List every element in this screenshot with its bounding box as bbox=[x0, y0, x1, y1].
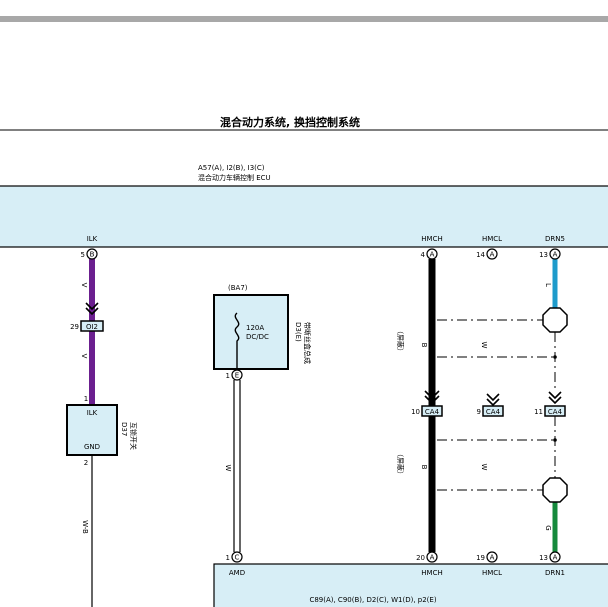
chevron-down-icon bbox=[548, 391, 562, 400]
header-bar bbox=[0, 16, 608, 22]
switch-label-ilk: ILK bbox=[87, 409, 98, 417]
pin-label-hmch: HMCH bbox=[421, 569, 442, 577]
fuse-name: D3(E) bbox=[294, 322, 302, 342]
pin-letter: A bbox=[490, 251, 495, 259]
connector-number: 10 bbox=[411, 408, 420, 416]
fuse-icon bbox=[234, 312, 240, 369]
shield-octagon-lower bbox=[542, 477, 568, 503]
pin-label-drn1: DRN1 bbox=[545, 569, 565, 577]
shield-label-upper: （屏蔽） bbox=[396, 327, 405, 355]
switch-pin-top: 1 bbox=[84, 395, 88, 403]
chevron-down-icon bbox=[548, 396, 562, 405]
pin-label-ilk: ILK bbox=[87, 235, 98, 243]
switch-name: D37 bbox=[120, 422, 128, 436]
shield-node-2 bbox=[553, 438, 557, 442]
fuse-circuit: DC/DC bbox=[246, 333, 269, 341]
pin-number: 1 bbox=[226, 554, 230, 562]
connector-number: 29 bbox=[70, 323, 79, 331]
pin-label-hmcl: HMCL bbox=[482, 569, 502, 577]
fuse-pin: 1 E bbox=[226, 369, 243, 381]
wire-label-drn5: L bbox=[544, 283, 552, 287]
pin-number: 20 bbox=[416, 554, 425, 562]
pin-number: 14 bbox=[476, 251, 485, 259]
bottom-ecu-box bbox=[213, 563, 608, 607]
wire-label-hmcl-upper: W bbox=[480, 342, 488, 349]
top-pin-hmch: 4 A bbox=[421, 248, 438, 260]
chevron-down-icon bbox=[85, 307, 99, 316]
diagram-title: 混合动力系统, 换挡控制系统 bbox=[220, 115, 360, 129]
connector-ca4-11: 11 CA4 bbox=[534, 405, 566, 417]
top-pin-drn5: 13 A bbox=[539, 248, 561, 260]
hybrid-ecu-box bbox=[0, 185, 608, 248]
ecu-bottom-connectors: C89(A), C90(B), D2(C), W1(D), p2(E) bbox=[309, 596, 436, 604]
pin-letter: C bbox=[235, 554, 240, 562]
pin-number: 19 bbox=[476, 554, 485, 562]
bottom-pin-drn1: 13 A bbox=[539, 551, 561, 563]
connector-code: CA4 bbox=[486, 408, 501, 416]
bottom-pin-hmch: 20 A bbox=[416, 551, 438, 563]
switch-desc: 互锁开关 bbox=[129, 422, 138, 450]
pin-letter: B bbox=[90, 251, 95, 259]
wire-label-ground: W-B bbox=[81, 520, 89, 534]
wire-label-drn1: G bbox=[544, 525, 552, 530]
shield-node-1 bbox=[553, 355, 557, 359]
shield-label-lower: （屏蔽） bbox=[396, 450, 405, 478]
pin-label-amd: AMD bbox=[229, 569, 245, 577]
connector-oi2: 29 OI2 bbox=[70, 320, 104, 332]
pin-number: 1 bbox=[226, 372, 230, 380]
pin-number: 13 bbox=[539, 251, 548, 259]
switch-pin-bottom: 2 bbox=[84, 459, 88, 467]
fuse-rating: 120A bbox=[246, 324, 264, 332]
chevron-down-icon bbox=[85, 302, 99, 311]
pin-letter: A bbox=[490, 554, 495, 562]
pin-letter: A bbox=[430, 554, 435, 562]
wire-label-hmcl-lower: W bbox=[480, 464, 488, 471]
fuse-ref: (BA7) bbox=[228, 284, 248, 292]
pin-label-hmcl: HMCL bbox=[482, 235, 502, 243]
top-pin-ilk: 5 B bbox=[81, 248, 98, 260]
chevron-down-icon bbox=[424, 390, 440, 400]
pin-number: 4 bbox=[421, 251, 426, 259]
pin-letter: A bbox=[553, 554, 558, 562]
shield-octagon-upper bbox=[542, 307, 568, 333]
connector-code: OI2 bbox=[86, 323, 98, 331]
wire-label-amd: W bbox=[224, 465, 232, 472]
connector-code: CA4 bbox=[425, 408, 440, 416]
connector-code: CA4 bbox=[548, 408, 563, 416]
connector-number: 11 bbox=[534, 408, 543, 416]
switch-label-gnd: GND bbox=[84, 443, 100, 451]
fuse-box bbox=[213, 294, 289, 370]
pin-letter: A bbox=[430, 251, 435, 259]
ecu-top-connectors: A57(A), I2(B), I3(C) bbox=[198, 164, 265, 172]
wire-label-hmch-upper: B bbox=[420, 343, 428, 348]
wire-label-ilk-lower: V bbox=[80, 354, 88, 359]
connector-ca4-10: 10 CA4 bbox=[411, 405, 443, 417]
bottom-pin-hmcl: 19 A bbox=[476, 551, 498, 563]
chevron-down-icon bbox=[486, 393, 500, 402]
connector-number: 9 bbox=[477, 408, 481, 416]
fuse-desc: 带断丝盒总成 bbox=[303, 322, 312, 364]
pin-number: 5 bbox=[81, 251, 85, 259]
pin-letter: A bbox=[553, 251, 558, 259]
wire-label-ilk-upper: V bbox=[80, 283, 88, 288]
pin-label-hmch: HMCH bbox=[421, 235, 442, 243]
pin-letter: E bbox=[235, 372, 239, 380]
bottom-pin-amd: 1 C bbox=[226, 551, 243, 563]
top-pin-hmcl: 14 A bbox=[476, 248, 498, 260]
pin-number: 13 bbox=[539, 554, 548, 562]
ecu-top-name: 混合动力车辆控制 ECU bbox=[198, 173, 271, 182]
chevron-down-icon bbox=[424, 395, 440, 405]
connector-ca4-9: 9 CA4 bbox=[477, 405, 504, 417]
chevron-down-icon bbox=[486, 398, 500, 407]
pin-label-drn5: DRN5 bbox=[545, 235, 565, 243]
wire-label-hmch-lower: B bbox=[420, 465, 428, 470]
interlock-switch-box bbox=[66, 404, 118, 456]
